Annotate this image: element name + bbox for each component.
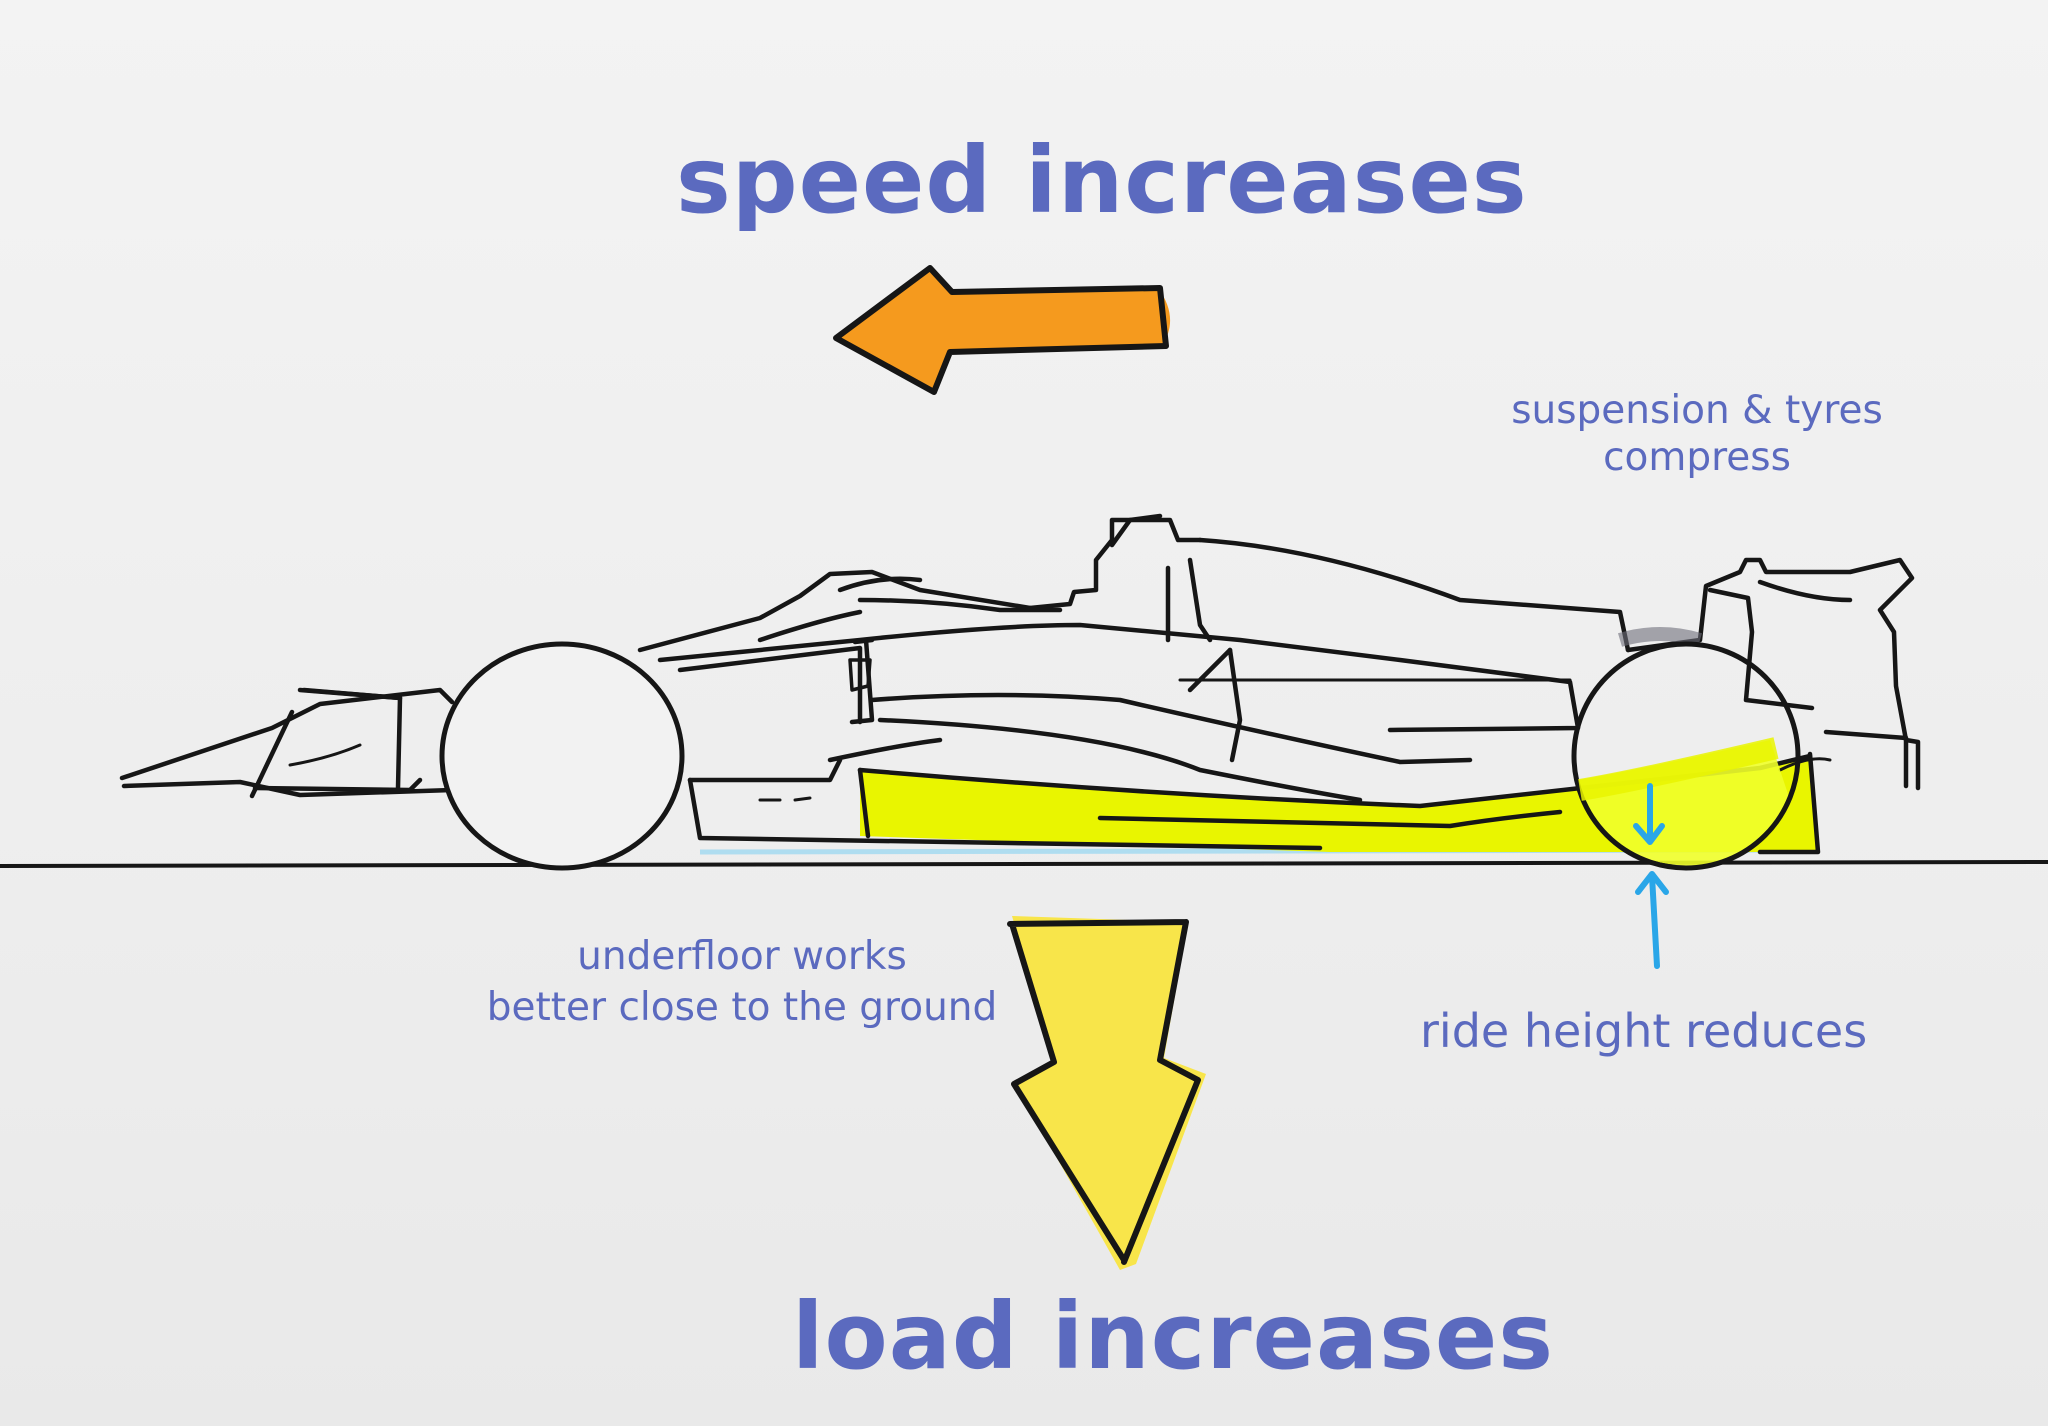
arrow-left-icon	[833, 265, 1171, 395]
load-label: load increases	[792, 1283, 1555, 1390]
underfloor-label-line-1: underfloor works	[577, 934, 907, 979]
car-body	[119, 513, 1921, 855]
arrow-down-icon	[1007, 916, 1206, 1270]
underfloor-label: underfloor works better close to the gro…	[452, 932, 1032, 1033]
speed-label: speed increases	[676, 127, 1528, 234]
ground-line	[0, 860, 2048, 868]
underfloor-label-line-2: better close to the ground	[486, 984, 998, 1030]
wheel-front	[439, 641, 685, 871]
arrows-converging-icon	[1633, 783, 1669, 969]
suspension-label-line-1: suspension & tyres	[1511, 388, 1883, 433]
suspension-label: suspension & tyres compress	[1482, 388, 1912, 482]
suspension-label-line-2: compress	[1603, 434, 1791, 480]
ride-height-label: ride height reduces	[1420, 1004, 1868, 1058]
wheel-rear	[1571, 627, 1801, 871]
